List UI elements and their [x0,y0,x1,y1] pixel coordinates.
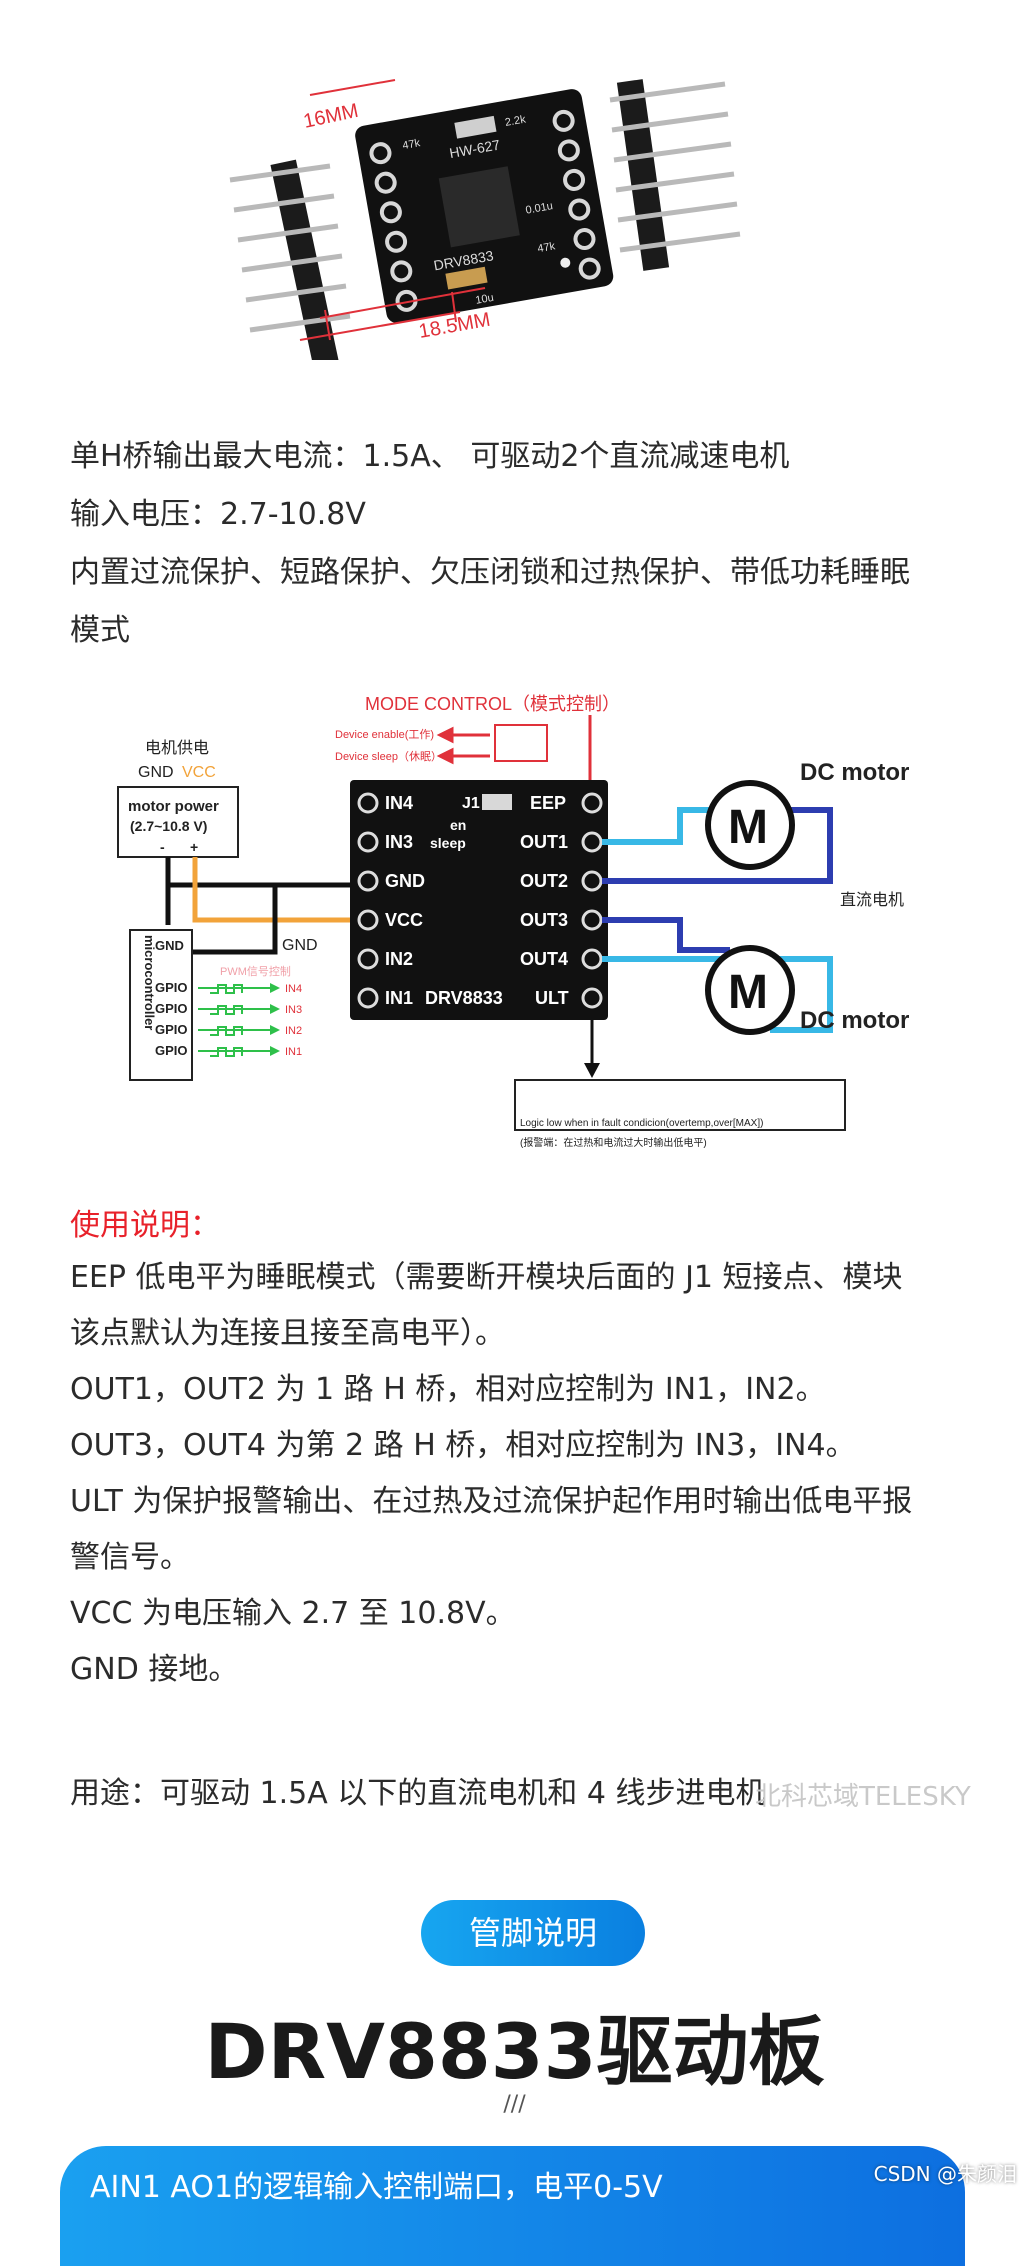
pin-info-text: AIN1 AO1的逻辑输入控制端口，电平0-5V [90,2170,663,2205]
usage-line: OUT3，OUT4 为第 2 路 H 桥，相对应控制为 IN3，IN4。 [70,1428,856,1463]
dc-motor-label-2: DC motor [800,1007,909,1034]
watermark: 北科芯域TELESKY [755,1782,971,1812]
usage-line: EEP 低电平为睡眠模式（需要断开模块后面的 J1 短接点、模块 [70,1260,903,1295]
j1-jumper [482,794,512,810]
pwm-input: IN1 [285,1046,302,1058]
plus-terminal: + [190,839,198,855]
smd-label: 47k [402,137,422,152]
smd-label: 47k [537,240,557,255]
pwm-input: IN2 [285,1025,302,1037]
usage-line: VCC 为电压输入 2.7 至 10.8V。 [70,1596,516,1631]
pin-vcc: VCC [385,910,423,930]
dc-motor-1 [705,780,795,870]
pwm-label: PWM信号控制 [220,964,291,978]
dc-motor-2 [705,945,795,1035]
motor-power-range: (2.7~10.8 V) [130,818,207,834]
mcu-gnd: GND [155,938,184,953]
smd-label: 2.2k [504,113,527,129]
motor-letter: M [728,966,768,1019]
spec-current: 单H桥输出最大电流：1.5A、 可驱动2个直流减速电机 [70,439,790,474]
left-header-pins [229,159,351,360]
usage-purpose: 用途：可驱动 1.5A 以下的直流电机和 4 线步进电机 [70,1776,766,1811]
board-title: DRV8833驱动板 [204,2007,825,2096]
device-sleep-label: Device sleep（休眠） [335,750,442,763]
dc-motor-label-1: DC motor [800,759,909,786]
pin-eep: EEP [530,793,566,813]
spec-voltage: 输入电压：2.7-10.8V [70,497,366,532]
mode-control-label: MODE CONTROL（模式控制） [365,694,620,714]
csdn-credit: CSDN @朱颜泪 [873,2162,1017,2186]
pin-description-button[interactable]: 管脚说明 [421,1900,645,1966]
pin-in1: IN1 [385,988,413,1008]
j1-label: J1 [462,795,480,812]
pcb-board: HW-627 DRV8833 47k 2.2k 0.01u 47k 10u [355,89,614,323]
pin-in4: IN4 [385,793,413,813]
microcontroller-label: microcontroller [142,935,157,1030]
en-label: en [450,817,466,833]
usage-title: 使用说明： [70,1208,220,1243]
motor-power-box [117,786,239,858]
gpio-label: GPIO [155,980,188,995]
supply-vcc-label: VCC [182,764,216,781]
dimension-height: 16MM [301,100,360,133]
minus-terminal: - [160,839,165,855]
gpio-label: GPIO [155,1001,188,1016]
usage-line: ULT 为保护报警输出、在过热及过流保护起作用时输出低电平报 [70,1484,913,1519]
gpio-label: GPIO [155,1043,188,1058]
pin-gnd: GND [385,871,425,891]
pin-in3: IN3 [385,832,413,852]
pwm-input: IN3 [285,1004,302,1016]
motor-power-label: motor power [128,798,219,815]
wiring-diagram: MODE CONTROL（模式控制） Device enable(工作) Dev… [117,694,909,1149]
motor-supply-label: 电机供电 [145,739,209,757]
pin-out1: OUT1 [520,832,568,852]
spec-protection: 内置过流保护、短路保护、欠压闭锁和过热保护、带低功耗睡眠 [70,555,910,590]
dc-motor-cn-label: 直流电机 [840,891,904,909]
motor-letter: M [728,801,768,854]
fault-box [514,1079,846,1131]
usage-line: 警信号。 [70,1540,190,1575]
pin-in2: IN2 [385,949,413,969]
pwm-input: IN4 [285,983,302,995]
gpio-label: GPIO [155,1022,188,1037]
pin-out4: OUT4 [520,949,568,969]
jumper-box [494,724,548,762]
product-photo: HW-627 DRV8833 47k 2.2k 0.01u 47k 10u 16… [229,79,741,360]
supply-gnd-label: GND [138,764,174,781]
sleep-label: sleep [430,835,466,851]
smd-label: 0.01u [525,200,554,217]
fault-text: Logic low when in fault condicion(overte… [520,1118,763,1129]
pin-out2: OUT2 [520,871,568,891]
smd-label: 10u [475,292,495,307]
fault-cn-text: (报警端：在过热和电流过大时输出低电平) [520,1136,707,1149]
pin-ult: ULT [535,988,569,1008]
gnd-wire-label: GND [282,937,318,954]
device-enable-label: Device enable(工作) [335,728,434,741]
microcontroller-box [129,929,193,1081]
right-header-pins [609,79,741,271]
usage-line: GND 接地。 [70,1652,239,1687]
usage-line: 该点默认为连接且接至高电平）。 [70,1316,505,1351]
drv8833-module [350,780,608,1020]
pin-out3: OUT3 [520,910,568,930]
usage-line: OUT1，OUT2 为 1 路 H 桥，相对应控制为 IN1，IN2。 [70,1372,826,1407]
divider: /// [503,2092,526,2117]
dimension-lines [299,79,486,341]
spec-protection-cont: 模式 [70,613,130,648]
chip-label: DRV8833 [425,988,503,1008]
